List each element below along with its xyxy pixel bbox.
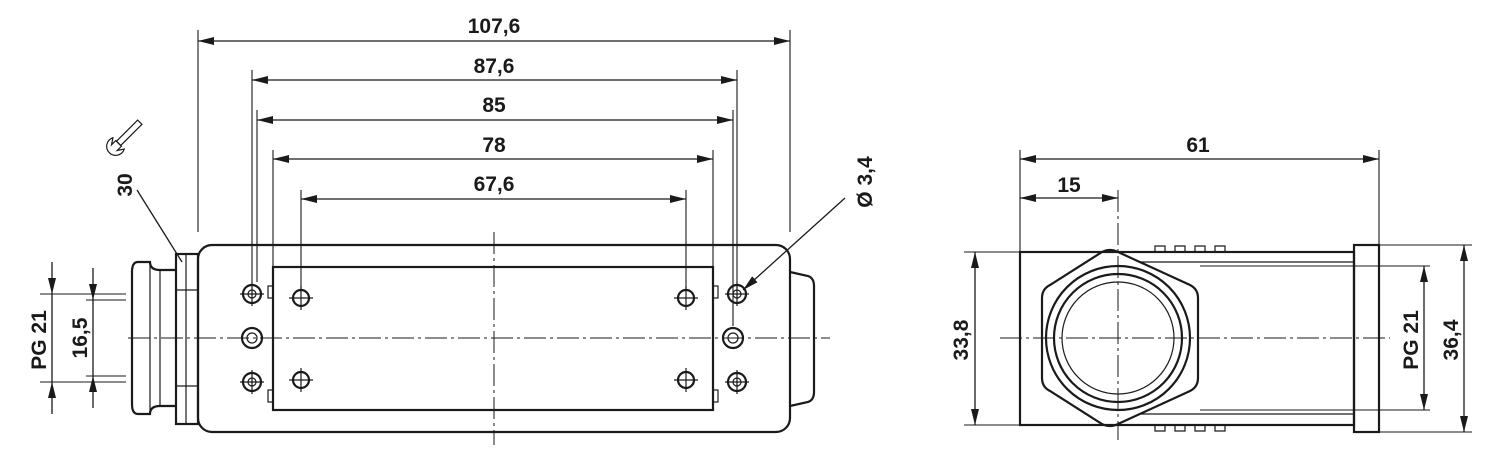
label-thread-dia: 16,5 bbox=[69, 317, 92, 358]
cover-tab-left-bottom bbox=[267, 389, 274, 403]
cover-tab-right-bottom bbox=[712, 389, 719, 403]
cover-tab-right-top bbox=[712, 285, 719, 299]
label-hole-dia: Ø 3,4 bbox=[854, 156, 877, 208]
leader-wrench bbox=[136, 189, 183, 263]
wrench-icon bbox=[106, 119, 143, 156]
label-frame: 78 bbox=[482, 134, 506, 157]
extension-lines bbox=[40, 30, 791, 383]
label-flange-height: 36,4 bbox=[1440, 319, 1463, 360]
label-overall-length: 107,6 bbox=[468, 15, 521, 38]
label-wrench-size: 30 bbox=[114, 173, 137, 196]
label-width: 61 bbox=[1186, 134, 1210, 157]
end-ribs-top bbox=[1154, 245, 1226, 252]
label-outer-holes: 87,6 bbox=[474, 55, 515, 78]
label-thread-end: PG 21 bbox=[1400, 310, 1423, 370]
label-mid-holes: 85 bbox=[482, 94, 506, 117]
end-ribs-bottom bbox=[1154, 425, 1226, 432]
housing-end-cap bbox=[789, 270, 816, 408]
label-gland-offset: 15 bbox=[1057, 174, 1081, 197]
end-view: 61 15 33,8 PG 21 36,4 bbox=[950, 134, 1472, 440]
label-height: 33,8 bbox=[950, 319, 973, 360]
cover-tab-left-top bbox=[267, 285, 274, 299]
cable-gland bbox=[130, 252, 200, 426]
leader-hole-dia bbox=[742, 197, 846, 291]
side-view: 107,6 87,6 85 78 67,6 PG 21 16,5 30 Ø 3,… bbox=[28, 15, 877, 445]
label-inner-holes: 67,6 bbox=[474, 173, 515, 196]
label-thread-left: PG 21 bbox=[28, 310, 51, 370]
